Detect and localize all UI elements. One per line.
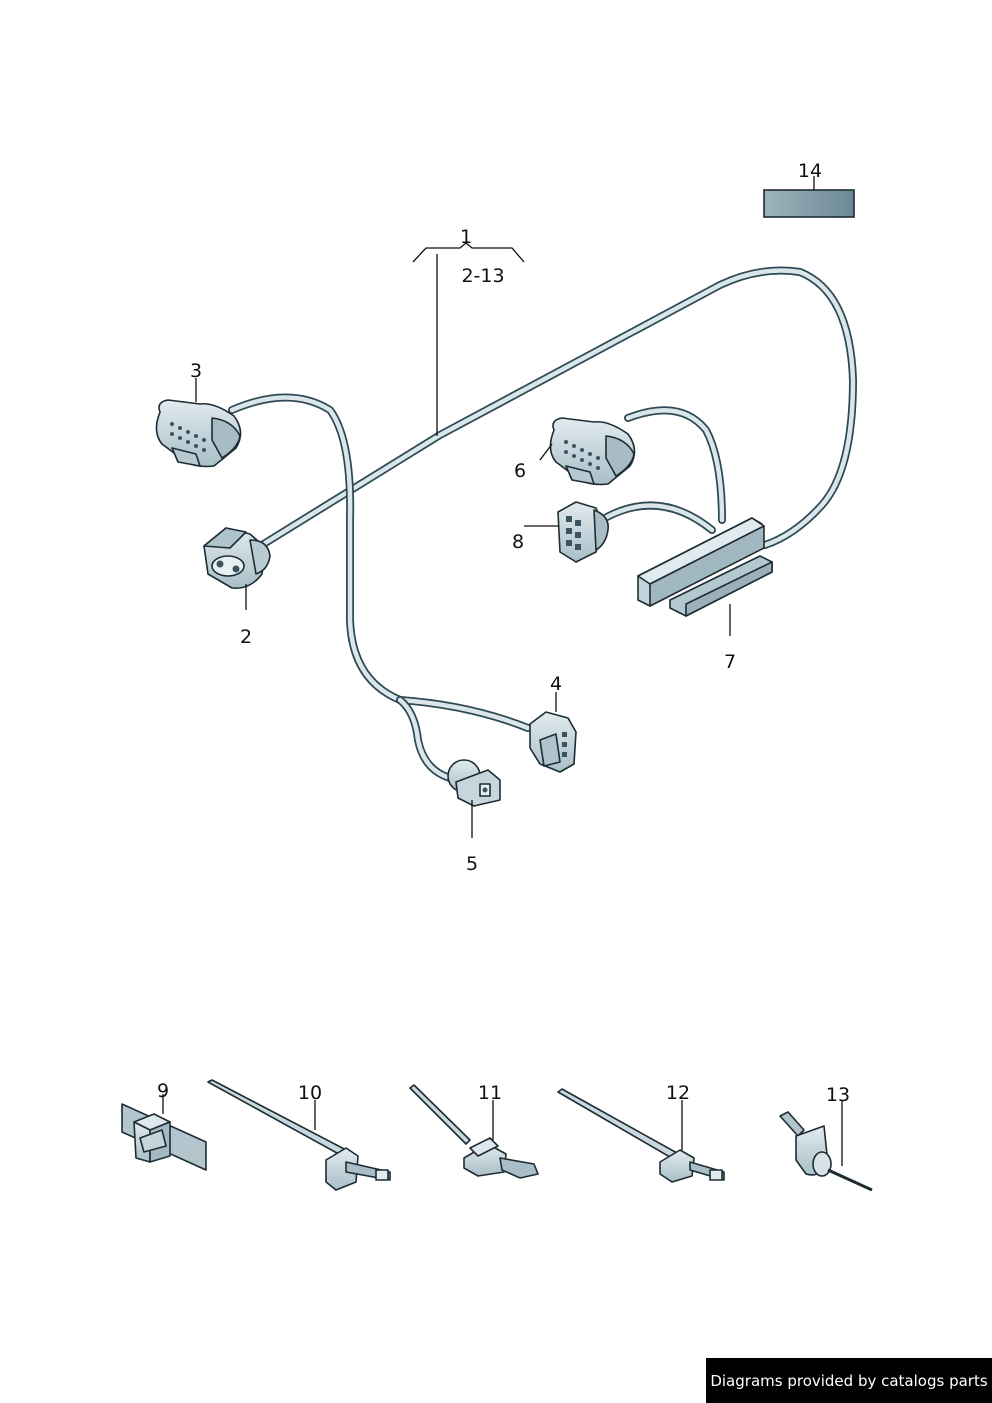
control-unit-7: [637, 517, 773, 617]
callout-3: 3: [190, 360, 202, 382]
callout-5: 5: [466, 853, 478, 875]
clip-9: [121, 1103, 207, 1171]
callout-11: 11: [478, 1082, 502, 1104]
callout-12: 12: [666, 1082, 690, 1104]
connector-2: [203, 527, 271, 590]
callout-labels: 1 2-13 2 3 4 5 6 7 8 9 10 11 12 13 14: [157, 160, 850, 1106]
connector-4: [529, 711, 577, 773]
clamp-13: [779, 1111, 873, 1192]
connector-6: [549, 417, 636, 486]
callout-1-range: 2-13: [461, 265, 504, 287]
callout-2: 2: [240, 626, 252, 648]
credit-footer-text: Diagrams provided by catalogs parts: [710, 1371, 988, 1390]
connector-3: [155, 399, 242, 468]
cable-tie-11: [409, 1084, 539, 1179]
callout-4: 4: [550, 673, 562, 695]
callout-13: 13: [826, 1084, 850, 1106]
credit-footer: Diagrams provided by catalogs parts: [706, 1358, 992, 1403]
cable-tie-12: [557, 1088, 725, 1183]
connector-8: [557, 501, 610, 563]
leader-lines: [162, 176, 843, 1166]
callout-8: 8: [512, 531, 524, 553]
cable-tie-10: [207, 1079, 391, 1191]
callout-1: 1: [460, 226, 472, 248]
callout-14: 14: [798, 160, 822, 182]
connector-5: [447, 759, 501, 807]
label-strip-14: [763, 189, 855, 218]
harness-wires: [228, 266, 857, 782]
callout-10: 10: [298, 1082, 322, 1104]
callout-7: 7: [724, 651, 736, 673]
callout-6: 6: [514, 460, 526, 482]
callout-9: 9: [157, 1080, 169, 1102]
